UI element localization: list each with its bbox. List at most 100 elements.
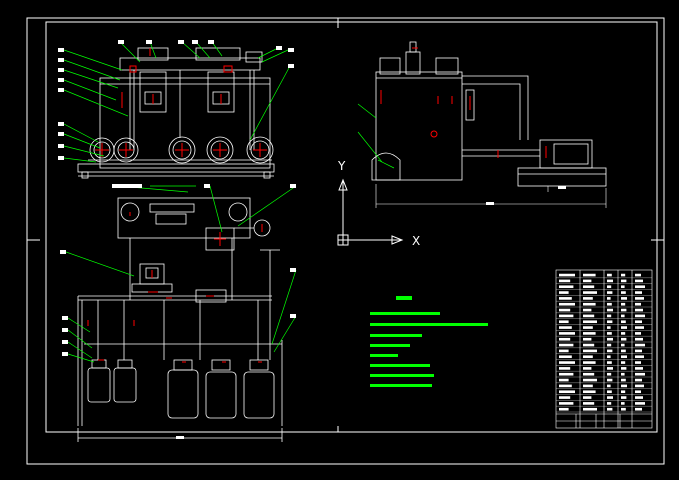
bom-cell-text [583, 279, 592, 283]
title-block [555, 269, 653, 429]
front-view-balloon-labels [58, 40, 294, 160]
bom-cell-text [635, 390, 641, 394]
bom-cell-text [607, 308, 613, 312]
bom-cell-text [635, 326, 644, 329]
bom-cell-text [621, 402, 625, 405]
bom-cell-text [621, 297, 627, 300]
bom-cell-text [607, 273, 612, 277]
bom-cell-text [583, 337, 592, 341]
bom-cell-text [621, 332, 626, 335]
bom-cell-text [607, 302, 612, 306]
bom-cell-text [621, 308, 627, 312]
bom-cell-text [607, 402, 612, 405]
bom-cell-text [607, 361, 612, 364]
bom-cell-text [583, 343, 595, 347]
bom-cell-text [621, 279, 627, 283]
bom-cell-text [621, 372, 625, 376]
bom-cell-text [635, 279, 643, 283]
bom-cell-text [635, 314, 645, 318]
bom-cell-text [635, 302, 641, 306]
side-view-dimension [375, 184, 607, 208]
note-line-8 [370, 384, 432, 387]
bom-cell-text [635, 297, 644, 300]
bom-cell-text [607, 384, 611, 388]
bom-cell-text [607, 349, 613, 353]
front-view [77, 47, 275, 179]
bom-cell-text [607, 314, 612, 318]
bom-cell-text [621, 326, 627, 329]
plan-view-red-details [87, 212, 263, 363]
bom-cell-text [621, 349, 626, 353]
bom-cell-text [559, 384, 572, 388]
bom-cell-text [583, 302, 596, 306]
bom-cell-text [621, 343, 625, 347]
bom-cell-text [607, 291, 613, 294]
technical-notes [370, 296, 488, 387]
note-line-7 [370, 374, 434, 377]
centering-marks [27, 18, 664, 432]
note-line-3 [370, 334, 422, 337]
bom-cell-text [607, 372, 612, 376]
bom-cell-text [559, 279, 571, 283]
bom-cell-text [635, 332, 641, 335]
bom-cell-text [621, 291, 626, 294]
ucs-axis-icon [337, 178, 404, 246]
bom-cell-text [583, 367, 592, 370]
bom-cell-text [607, 332, 612, 335]
bom-cell-text [583, 273, 596, 277]
bom-cell-text [621, 314, 625, 318]
bom-cell-text [607, 367, 613, 370]
inner-drawing-frame [45, 21, 658, 433]
bom-cell-text [559, 297, 572, 300]
bom-cell-text [621, 378, 626, 382]
bom-cell-text [559, 326, 572, 329]
bom-cell-text [559, 332, 575, 335]
bom-cell-text [635, 308, 643, 312]
note-line-4 [370, 344, 410, 347]
bom-cell-text [583, 372, 595, 376]
bom-cell-text [607, 343, 612, 347]
bom-cell-text [635, 372, 645, 376]
bom-cell-text [607, 355, 611, 359]
plan-view [77, 197, 283, 442]
bom-cell-text [635, 367, 643, 370]
bom-cell-text [621, 302, 626, 306]
bom-cell-text [607, 390, 612, 394]
bom-cell-text [559, 402, 574, 405]
plan-dimension-text [176, 436, 184, 439]
bom-cell-text [621, 361, 626, 364]
bom-cell-text [635, 320, 642, 324]
bom-cell-text [559, 407, 569, 411]
bom-cell-text [621, 390, 626, 394]
bom-cell-text [583, 326, 593, 329]
plan-view-leader-lines [65, 185, 297, 363]
bom-cell-text [583, 355, 593, 359]
bom-cell-text [621, 407, 626, 411]
front-view-leader-lines [63, 41, 291, 163]
bom-cell-text [559, 361, 575, 364]
bom-cell-text [559, 367, 571, 370]
bom-cell-text [607, 337, 613, 341]
bom-cell-text [583, 378, 597, 382]
bom-cell-text [559, 390, 575, 394]
bom-cell-text [583, 291, 597, 294]
bom-cell-text [607, 320, 613, 324]
bom-cell-text [635, 273, 641, 277]
bom-cell-text [559, 349, 569, 353]
bom-cell-text [621, 285, 625, 289]
bom-cell-text [559, 291, 569, 294]
note-line-5 [370, 354, 398, 357]
bill-of-materials-rows [556, 273, 652, 413]
bom-cell-text [559, 285, 574, 289]
bom-cell-text [635, 337, 643, 341]
bom-cell-text [559, 355, 572, 359]
bom-cell-text [635, 361, 641, 364]
note-line-1 [370, 312, 440, 315]
bom-cell-text [559, 308, 571, 312]
plan-view-balloon-labels [60, 184, 296, 356]
side-view-red-details [380, 47, 547, 158]
bom-cell-text [583, 308, 592, 312]
note-line-6 [370, 364, 430, 367]
bom-cell-text [635, 384, 644, 388]
